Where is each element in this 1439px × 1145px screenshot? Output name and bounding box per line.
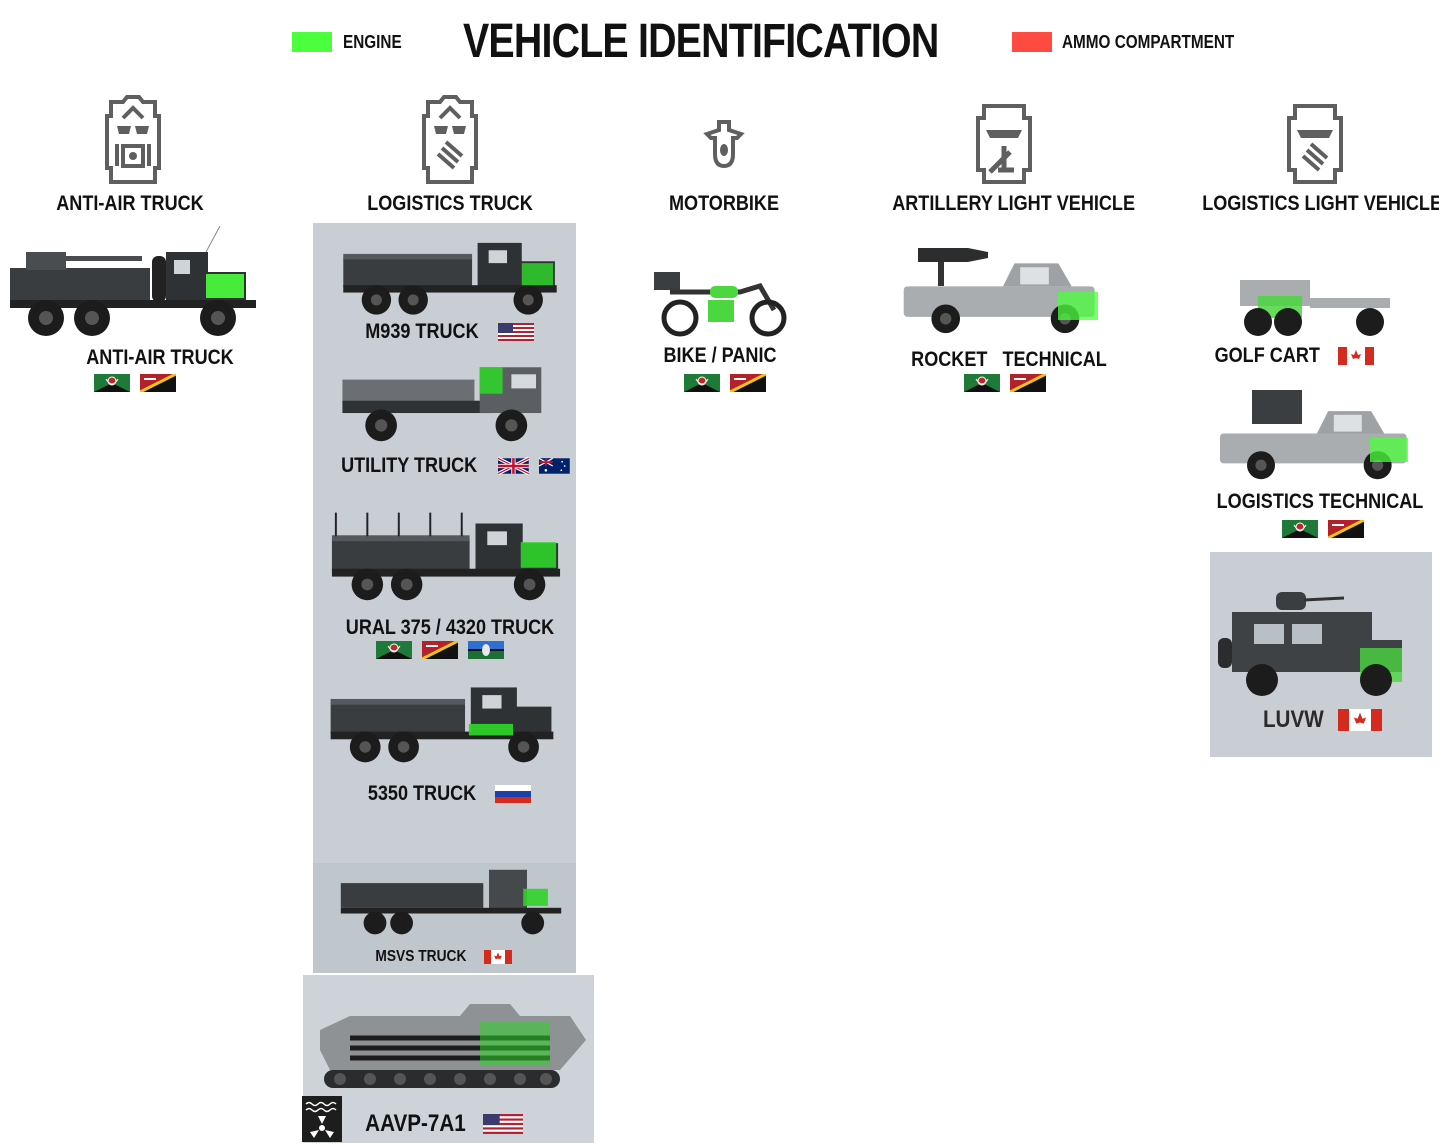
5350-label-row: 5350 TRUCK — [340, 782, 550, 806]
engine-legend-swatch — [292, 32, 332, 52]
canada-flag-icon — [484, 950, 512, 964]
ural-truck-image — [328, 512, 564, 606]
logistics-light-vehicle-icon — [1287, 104, 1343, 184]
luvw-image — [1218, 592, 1402, 696]
golf-cart-image — [1240, 280, 1390, 336]
insurgent-flag-icon — [684, 374, 720, 392]
artillery-light-vehicle-icon — [976, 104, 1032, 184]
insurgent-flag-icon — [1282, 520, 1318, 538]
motorbike-icon — [703, 120, 745, 169]
militia-flag-icon — [1328, 520, 1364, 538]
aavp-label-row: AAVP-7A1 — [350, 1110, 530, 1138]
flag-row — [670, 374, 780, 392]
militia-flag-icon — [1010, 374, 1046, 392]
engine-legend-label: ENGINE — [343, 32, 402, 52]
militia-flag-icon — [422, 641, 458, 659]
ammo-legend-label: AMMO COMPARTMENT — [1062, 32, 1235, 52]
rocket-technical-image — [903, 248, 1098, 334]
vehicle-label-rocket-technical: ROCKET TECHNICAL — [911, 348, 1107, 371]
category-label-anti-air-truck: ANTI-AIR TRUCK — [56, 192, 204, 215]
vehicle-label-utility: UTILITY TRUCK — [341, 454, 478, 477]
page-title: VEHICLE IDENTIFICATION — [463, 15, 939, 68]
vehicle-label-logistics-technical: LOGISTICS TECHNICAL — [1216, 490, 1424, 513]
vehicle-label-bike: BIKE / PANIC — [663, 344, 777, 367]
flag-row — [370, 641, 510, 659]
logistics-truck-icon — [422, 95, 478, 184]
vehicle-label-ural: URAL 375 / 4320 TRUCK — [345, 616, 555, 639]
ammo-legend-swatch — [1012, 32, 1052, 52]
russia-flag-icon — [495, 785, 531, 803]
m939-label-row: M939 TRUCK — [340, 320, 550, 344]
category-label-logistics-light-vehicle: LOGISTICS LIGHT VEHICLE — [1202, 192, 1439, 215]
insurgent-flag-icon — [376, 641, 412, 659]
5350-truck-image — [324, 674, 560, 770]
canada-flag-icon — [1338, 709, 1382, 731]
insurgent-flag-icon — [94, 374, 130, 392]
militia-flag-icon — [730, 374, 766, 392]
amphibious-icon — [302, 1096, 342, 1142]
luvw-label-row: LUVW — [1230, 706, 1410, 734]
msvs-truck-image — [340, 869, 562, 935]
canada-flag-icon — [1338, 347, 1374, 365]
msvs-label-row: MSVS TRUCK — [360, 948, 520, 966]
insurgent-flag-icon — [964, 374, 1000, 392]
utility-truck-image — [332, 367, 557, 450]
utility-label-row: UTILITY TRUCK — [330, 454, 570, 478]
uk-flag-icon — [498, 457, 529, 475]
australia-flag-icon — [539, 457, 570, 475]
flag-row — [60, 374, 210, 392]
vehicle-label-aavp: AAVP-7A1 — [364, 1110, 466, 1137]
logistics-technical-image — [1219, 390, 1408, 480]
vehicle-label-m939: M939 TRUCK — [365, 320, 479, 343]
vehicle-label-anti-air-truck: ANTI-AIR TRUCK — [86, 346, 234, 369]
aavp-image — [320, 1004, 586, 1088]
anti-air-truck-icon — [105, 95, 161, 184]
vehicle-label-msvs: MSVS TRUCK — [375, 948, 467, 965]
irregular-flag-icon — [468, 641, 504, 659]
m939-truck-image — [336, 230, 564, 322]
vehicle-label-luvw: LUVW — [1262, 706, 1324, 733]
category-label-artillery-light-vehicle: ARTILLERY LIGHT VEHICLE — [892, 192, 1136, 215]
flag-row — [950, 374, 1060, 392]
category-label-logistics-truck: LOGISTICS TRUCK — [367, 192, 533, 215]
flag-row — [1268, 520, 1378, 538]
usa-flag-icon — [483, 1114, 523, 1134]
vehicle-label-5350: 5350 TRUCK — [367, 782, 477, 805]
bike-image — [654, 272, 787, 337]
anti-air-truck-image — [10, 226, 256, 336]
golf-label-row: GOLF CART — [1200, 344, 1380, 368]
category-label-motorbike: MOTORBIKE — [668, 192, 780, 215]
vehicle-label-golf-cart: GOLF CART — [1214, 344, 1320, 367]
usa-flag-icon — [498, 323, 534, 341]
militia-flag-icon — [140, 374, 176, 392]
